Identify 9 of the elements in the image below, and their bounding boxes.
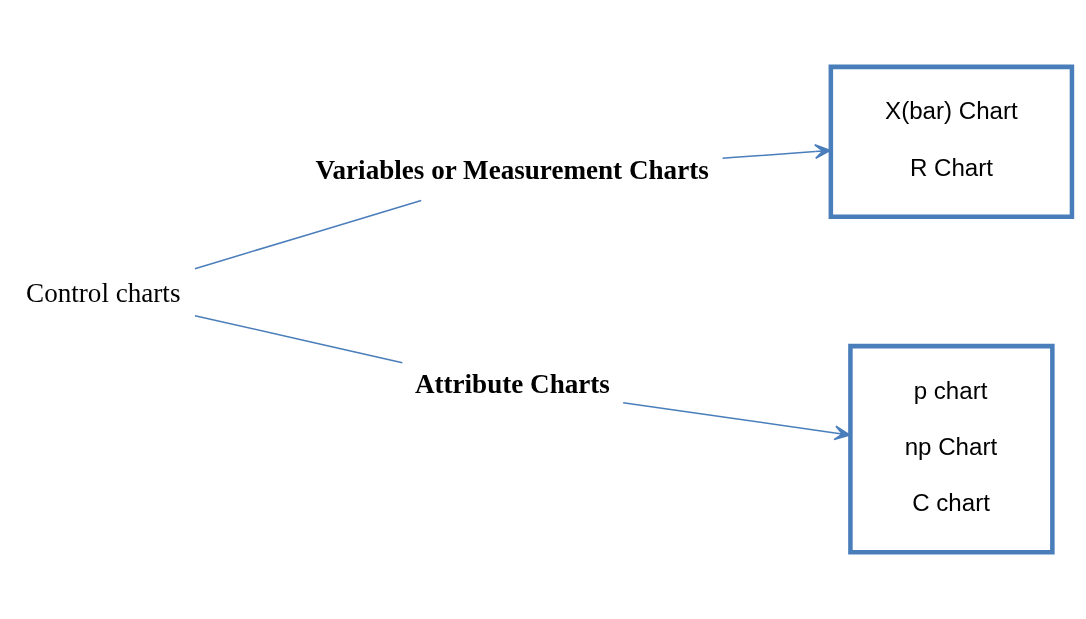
node-box: X(bar) Chart R Chart [828,64,1075,219]
node-text: Control charts [26,278,181,309]
arrow [622,402,851,441]
arrow [721,144,832,160]
node-text: Attribute Charts [414,368,610,399]
connector [194,199,422,270]
node-box: p chart np Chart C chart [848,343,1055,555]
connector [194,314,404,364]
node-text: Variables or Measurement Charts [315,154,709,185]
